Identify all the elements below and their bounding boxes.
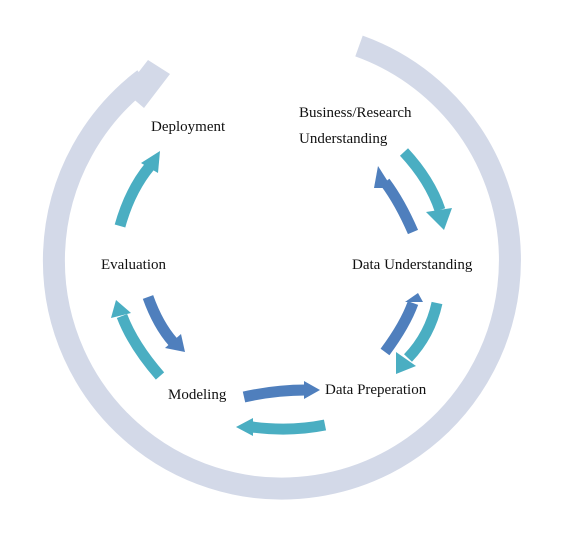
arrow-business-to-data-understanding <box>399 148 452 230</box>
stage-label-business-line2: Understanding <box>299 131 388 147</box>
stage-label-data-preperation: Data Preperation <box>325 382 427 398</box>
stage-label-data-understanding: Data Understanding <box>352 257 473 273</box>
arrow-preperation-to-data-understanding <box>380 293 423 356</box>
arrow-preperation-to-modeling <box>236 418 327 436</box>
stage-label-business-line1: Business/Research <box>299 105 412 121</box>
arrow-modeling-to-preperation <box>242 381 320 403</box>
arrow-data-understanding-to-business <box>374 166 419 235</box>
arrow-modeling-to-evaluation <box>111 300 165 380</box>
stage-label-evaluation: Evaluation <box>101 257 166 273</box>
arrow-evaluation-to-modeling <box>142 295 185 352</box>
arrow-data-understanding-to-preperation <box>396 301 443 374</box>
arrow-evaluation-to-deployment <box>114 151 160 228</box>
stage-label-deployment: Deployment <box>151 119 226 135</box>
stage-label-modeling: Modeling <box>168 387 227 403</box>
outer-cycle-arrow <box>42 35 521 500</box>
